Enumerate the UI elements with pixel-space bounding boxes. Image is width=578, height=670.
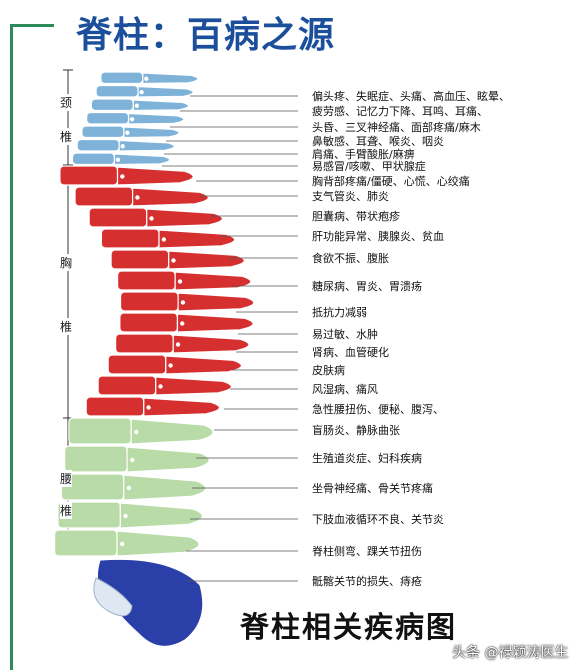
- vertebra-thoracic: [116, 270, 252, 291]
- disease-label: 疲劳感、记忆力下降、耳鸣、耳痛、: [312, 105, 488, 118]
- disease-label: 脊柱侧弯、踝关节扭伤: [312, 545, 422, 558]
- disease-label: 盲肠炎、静脉曲张: [312, 424, 400, 437]
- frame-line-vertical: [10, 24, 13, 670]
- disease-label: 食欲不振、腹胀: [312, 252, 389, 265]
- vertebra-thoracic: [85, 396, 220, 417]
- disease-label: 肾病、血管硬化: [312, 346, 389, 359]
- disease-label: 下肢血液循环不良、关节炎: [312, 513, 444, 526]
- disease-label: 急性腰扭伤、便秘、腹泻、: [312, 403, 444, 416]
- vertebra-thoracic: [107, 354, 242, 375]
- vertebra-cervical: [95, 84, 194, 98]
- vertebra-lumbar: [60, 473, 207, 501]
- disease-label: 鼻敏感、耳聋、喉炎、咽炎: [312, 135, 444, 148]
- disease-label: 糖尿病、胃炎、胃溃疡: [312, 280, 422, 293]
- disease-label: 肩痛、手臂酸胀/麻痹: [312, 148, 415, 161]
- region-bracket-1: [63, 164, 73, 419]
- disease-label: 骶髂关节的损失、痔疮: [312, 575, 422, 588]
- vertebra-cervical: [71, 152, 171, 166]
- vertebra-cervical: [90, 98, 190, 112]
- vertebra-thoracic: [115, 333, 250, 354]
- vertebra-thoracic: [100, 228, 236, 249]
- vertebra-thoracic: [119, 312, 254, 333]
- page-title: 脊柱：百病之源: [76, 15, 336, 56]
- disease-label: 胸背部疼痛/僵硬、心慌、心绞痛: [312, 175, 470, 188]
- hip-bone: [93, 577, 133, 617]
- disease-label: 胆囊病、带状疱疹: [312, 210, 400, 223]
- disease-label: 坐骨神经痛、骨关节疼痛: [312, 482, 433, 495]
- disease-label: 易过敏、水肿: [312, 328, 378, 341]
- disease-label: 头昏、三叉神经痛、面部疼痛/麻木: [312, 121, 481, 134]
- vertebra-cervical: [76, 138, 175, 152]
- disease-label: 易感冒/咳嗽、甲状腺症: [312, 160, 426, 173]
- region-bracket-0: [63, 69, 73, 166]
- vertebra-thoracic: [74, 186, 209, 207]
- watermark: 头条 @禄颖涛医生: [452, 645, 569, 661]
- vertebra-thoracic: [110, 249, 245, 270]
- region-label: 椎: [60, 128, 73, 145]
- region-label: 颈: [60, 94, 73, 111]
- vertebra-thoracic: [88, 207, 223, 228]
- disease-label: 肝功能异常、胰腺炎、贫血: [312, 230, 444, 243]
- vertebra-lumbar: [57, 501, 203, 529]
- disease-label: 抵抗力减弱: [312, 306, 367, 319]
- vertebra-cervical: [100, 71, 199, 85]
- vertebrae: [53, 71, 255, 557]
- frame-line-horizontal: [10, 24, 54, 27]
- vertebra-thoracic: [59, 165, 194, 186]
- vertebra-cervical: [81, 125, 180, 139]
- disease-label: 生殖道炎症、妇科疾病: [312, 452, 422, 465]
- disease-label: 支气管炎、肺炎: [312, 190, 389, 203]
- disease-label: 风湿病、痛风: [312, 383, 378, 396]
- vertebra-lumbar: [68, 417, 214, 445]
- vertebra-cervical: [86, 111, 185, 125]
- region-label: 胸: [60, 254, 73, 271]
- vertebra-lumbar: [64, 445, 210, 473]
- region-label: 椎: [60, 318, 73, 335]
- vertebra-lumbar: [53, 529, 200, 557]
- disease-label: 偏头疼、失眠症、头痛、高血压、眩晕、: [312, 90, 510, 103]
- diagram-caption: 脊柱相关疾病图: [240, 610, 458, 644]
- region-label: 椎: [60, 502, 73, 519]
- region-label: 腰: [60, 470, 73, 487]
- vertebra-thoracic: [97, 375, 232, 396]
- disease-label: 皮肤病: [312, 364, 345, 377]
- vertebra-thoracic: [119, 291, 255, 312]
